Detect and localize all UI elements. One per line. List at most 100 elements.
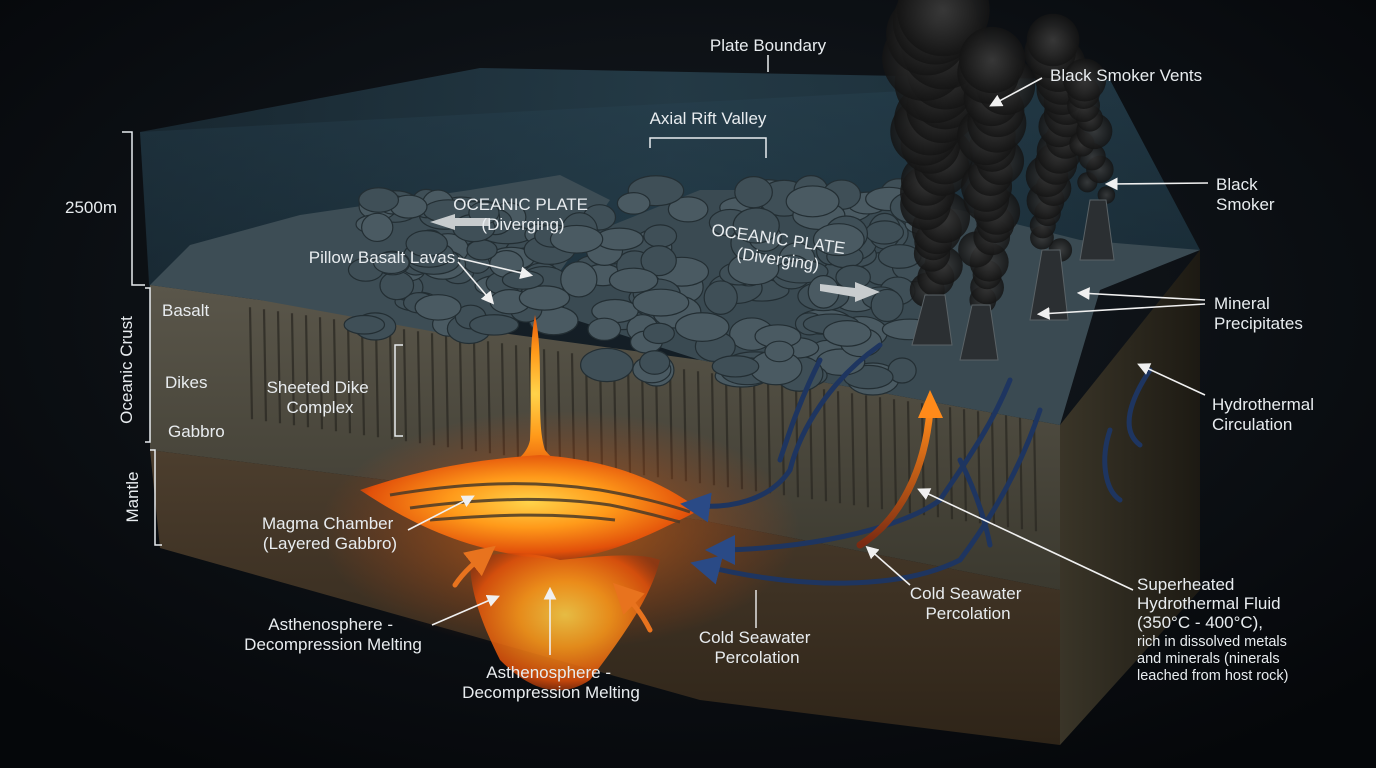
pillow-lava [764,340,795,363]
dike-line [864,395,870,508]
dike-line [248,307,254,420]
dike-line [836,391,842,504]
cold-seawater-right-label: Cold Seawater Percolation [910,584,1026,623]
pillow-lava [616,192,651,215]
dike-line [346,321,352,434]
magma-chamber-label: Magma Chamber (Layered Gabbro) [262,514,398,553]
superheated-line-6: leached from host rock) [1137,668,1289,684]
plate-direction-arrows [430,214,880,302]
pillow-lava [379,270,415,301]
dike-line [416,331,422,444]
superheated-line-3: (350°C - 400°C), [1137,613,1263,632]
asthenosphere-center-line-1: Asthenosphere - [486,663,611,682]
pillow-lava [822,320,872,347]
dike-line [794,385,800,498]
pillow-lava [812,223,865,257]
black-smoker-plumes [882,0,1116,314]
pillow-lava [405,230,449,258]
dike-line [332,319,338,432]
black-smoker-line-1: Black [1216,175,1258,194]
superheated-line-5: and minerals (ninerals [1137,651,1280,667]
dike-line [276,311,282,424]
pillow-lava [549,224,604,254]
hot-fluid-arrowhead [918,390,943,418]
pillow-lava [560,261,598,298]
dike-line [360,323,366,436]
cold-seawater-right-line-1: Cold Seawater [910,584,1022,603]
plate-arrow-left [430,214,490,230]
dike-line [850,393,856,506]
pillow-lava [469,314,520,336]
smoke-puff [1063,58,1107,102]
depth-label: 2500m [65,198,117,217]
leader-lines [407,77,1209,655]
cold-seawater-center-line-2: Percolation [714,648,799,667]
basalt-label: Basalt [162,301,210,320]
layered-gabbro-bands [389,482,691,524]
pillow-lava [343,314,386,335]
pillow-lava [361,212,394,243]
superheated-line-4: rich in dissolved metals [1137,634,1287,650]
black-smoker-label: Black Smoker [1216,175,1275,214]
hydrothermal-circulation-label: Hydrothermal Circulation [1212,395,1319,434]
rift-bracket [649,137,767,158]
depth-bracket [122,131,145,286]
pillow-lava [785,185,840,218]
dike-line [1018,417,1024,530]
black-smoker-vents-label: Black Smoker Vents [1050,66,1202,85]
black-smoker-line-2: Smoker [1216,195,1275,214]
magma-chamber [360,455,700,560]
pillow-lava [587,317,622,341]
pillow-lava [358,187,400,213]
smoke-puff [1026,13,1080,67]
asthenosphere-center-line-2: Decompression Melting [462,683,640,702]
pillow-lava [711,355,760,378]
cold-seawater-center-label: Cold Seawater Percolation [699,628,815,667]
mineral-precipitates-line-2: Precipitates [1214,314,1303,333]
dike-line [948,407,954,520]
dikes-label: Dikes [165,373,208,392]
sheeted-dike-complex-label: Sheeted Dike Complex [267,378,374,417]
dike-line [1004,415,1010,528]
cold-seawater-right-line-2: Percolation [925,604,1010,623]
superheated-line-1: Superheated [1137,575,1234,594]
smoke-puff [959,26,1026,94]
pillow-lava [608,267,659,294]
dike-line [1032,419,1038,532]
crust-bracket [145,287,151,443]
dike-line [822,389,828,502]
pillow-lava [865,220,905,245]
axial-rift-valley-label: Axial Rift Valley [650,109,767,128]
dike-line [808,387,814,500]
pillow-lava [643,224,678,248]
vent-chimneys [911,199,1115,361]
dike-line [388,327,394,440]
upwelling-arrows [452,545,653,633]
pillow-lava [640,245,677,277]
pillow-lava [373,251,410,275]
hot-fluid-arrow [856,406,934,549]
dike-line [318,317,324,430]
pillow-lava [667,196,709,223]
pillow-lava [703,280,738,315]
pillow-lava [632,288,690,317]
pillow-lava [734,176,773,209]
mineral-precipitates-line-1: Mineral [1214,294,1270,313]
magma-chamber-line-2: (Layered Gabbro) [263,534,397,553]
smoke-puff [1097,186,1116,204]
superheated-line-2: Hydrothermal Fluid [1137,594,1281,613]
superheated-fluid-label: Superheated Hydrothermal Fluid (350°C - … [1137,575,1291,684]
sheeted-dike-line-1: Sheeted Dike [267,378,369,397]
pillow-lava [674,312,730,342]
pillow-basalt-lavas-label: Pillow Basalt Lavas [309,248,455,267]
pillow-lava [870,288,904,323]
mineral-precipitates-label: Mineral Precipitates [1214,294,1303,333]
asthenosphere-center-label: Asthenosphere - Decompression Melting [462,663,640,702]
cold-seawater-center-line-1: Cold Seawater [699,628,811,647]
dike-line [290,313,296,426]
asthenosphere-melt [470,553,660,691]
pillow-lava [639,350,671,375]
magma-conduit [430,315,640,490]
dike-line [304,315,310,428]
